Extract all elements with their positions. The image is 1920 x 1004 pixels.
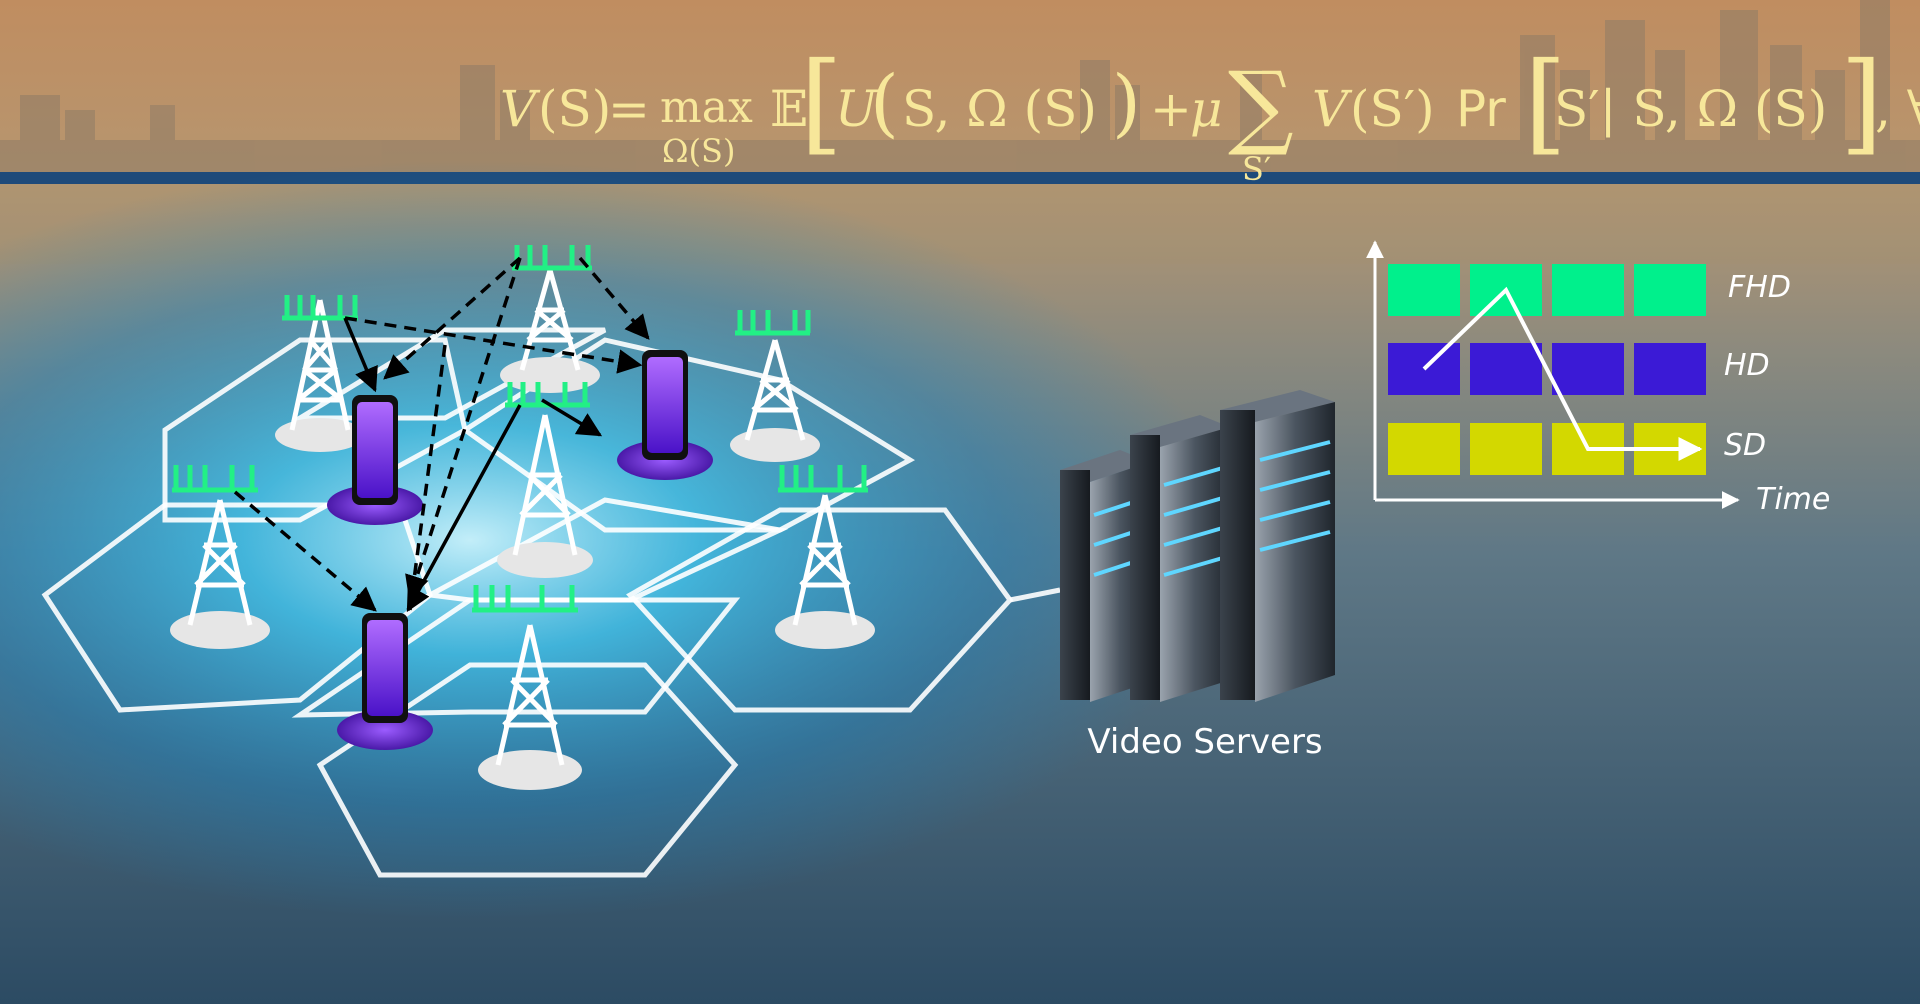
formula-max-sub: Ω(S) xyxy=(662,132,736,170)
server-rack-icon xyxy=(1060,390,1335,702)
formula-v2: V xyxy=(1312,80,1349,138)
fhd-label: FHD xyxy=(1728,270,1791,305)
formula-pr-args: S′| S, Ω (S) xyxy=(1554,80,1828,138)
fhd-row xyxy=(1388,264,1706,316)
formula-expect: 𝔼 xyxy=(770,80,809,138)
formula-plus: + xyxy=(1150,80,1192,138)
quality-trajectory xyxy=(1422,286,1703,461)
formula-equals: = xyxy=(608,80,650,138)
formula-bracket-open: [ xyxy=(800,38,843,166)
bellman-equation: V (S) = max Ω(S) 𝔼 [ U ( S, Ω (S) ) + μ … xyxy=(490,38,1920,190)
formula-v2-args: (S′) xyxy=(1350,80,1435,138)
formula-v: V xyxy=(500,80,537,138)
formula-u: U xyxy=(835,80,878,138)
formula-u-args: S, Ω (S) xyxy=(902,80,1097,138)
formula-forall: , ∀S xyxy=(1875,80,1920,138)
formula-max: max xyxy=(660,82,753,133)
antenna-array-icon xyxy=(172,245,868,613)
sd-label: SD xyxy=(1724,428,1767,463)
time-label: Time xyxy=(1756,482,1831,517)
formula-bracket-close: ] xyxy=(1840,38,1883,166)
formula-pr-open: [ xyxy=(1524,38,1567,166)
formula-mu: μ xyxy=(1190,80,1223,138)
cell-tower-icon xyxy=(170,269,875,790)
quality-chart xyxy=(1366,240,1740,509)
formula-paren-open: ( xyxy=(870,60,899,146)
hd-label: HD xyxy=(1724,348,1770,383)
arrow-icon xyxy=(233,256,650,613)
smartphone-icon xyxy=(327,350,713,750)
formula-sum-sub: S′ xyxy=(1242,150,1272,188)
formula-v-args: (S) xyxy=(538,80,612,138)
formula-pr: Pr xyxy=(1456,80,1506,138)
video-servers-label: Video Servers xyxy=(1087,722,1323,762)
formula-sum: ∑ xyxy=(1228,52,1294,159)
formula-paren-close: ) xyxy=(1112,60,1141,146)
hd-row xyxy=(1388,343,1706,395)
